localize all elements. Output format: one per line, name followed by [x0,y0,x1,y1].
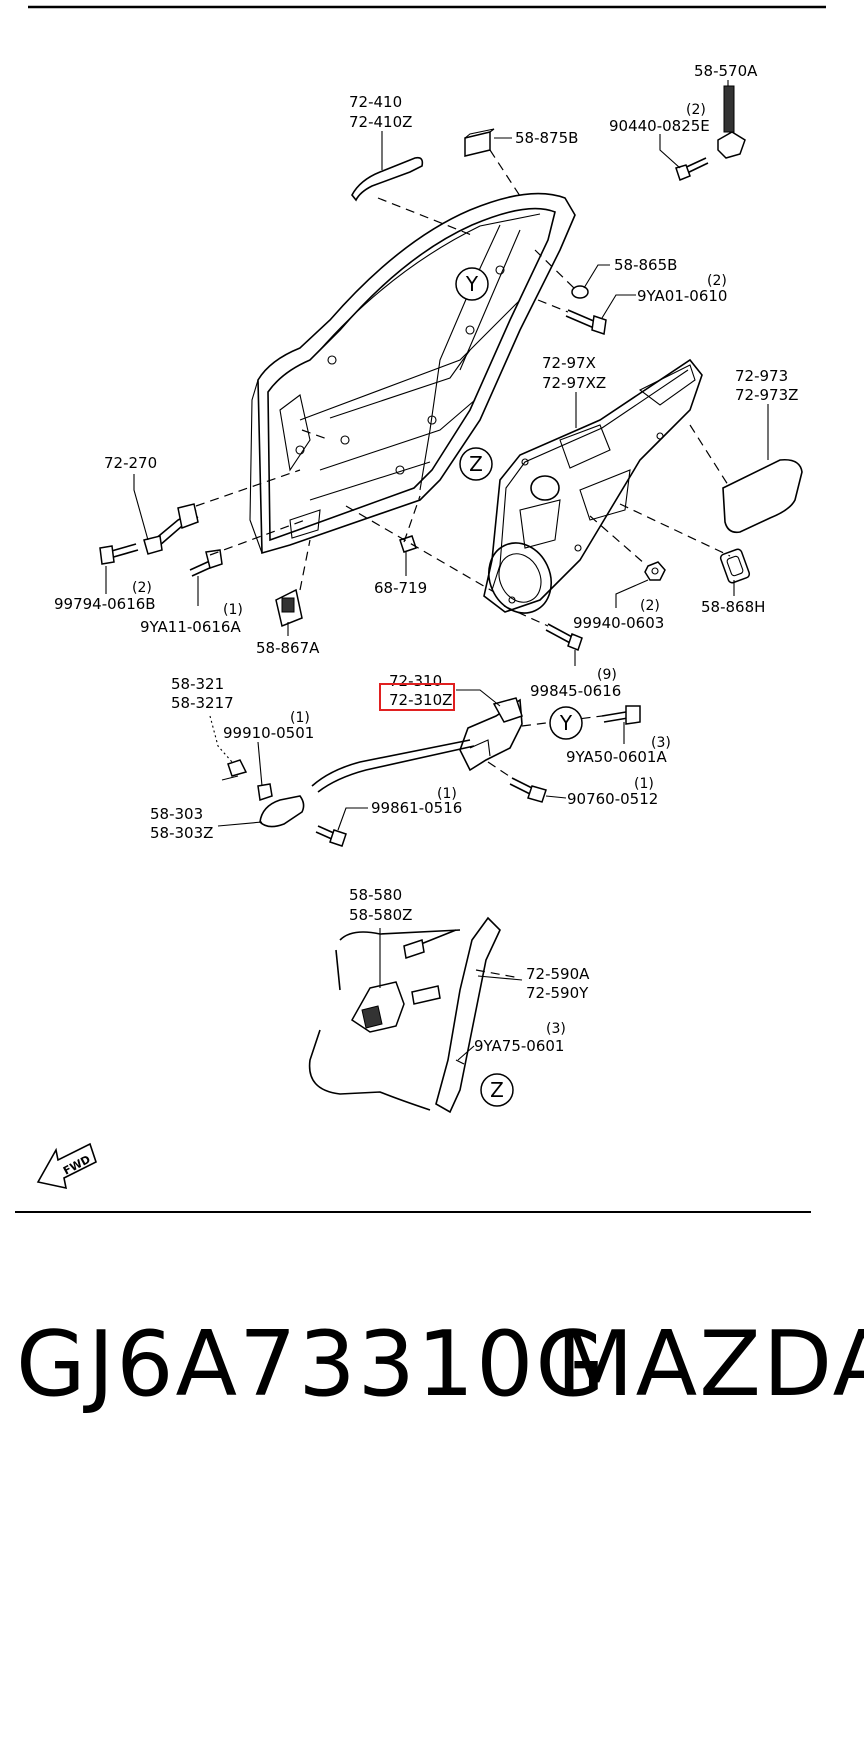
label-72-97X: 72-97X [542,354,596,372]
label-99794: 99794-0616B [54,595,156,613]
plug-58-868H [719,548,751,584]
label-99940: 99940-0603 [573,614,664,632]
qty-99940: (2) [640,598,660,614]
label-58-865B: 58-865B [614,256,677,274]
label-68-719: 68-719 [374,579,427,597]
screw-99861 [315,825,347,847]
qty-9YA01: (2) [707,273,727,289]
screw-90440 [675,157,709,181]
label-99861: 99861-0516 [371,799,462,817]
svg-text:Y: Y [559,711,573,735]
label-58-321: 58-321 [171,675,224,693]
door-check [143,503,199,555]
ref-marker-y-lower: Y [549,706,583,740]
label-58-303: 58-303 [150,805,203,823]
ref-marker-y-upper: Y [455,267,489,301]
leader-lines [105,80,769,1061]
label-58-867A: 58-867A [256,639,320,657]
label-9YA01: 9YA01-0610 [637,287,727,305]
latch-cables [311,739,475,793]
screw-99845 [545,623,583,651]
qty-90440: (2) [686,102,706,118]
brand-name: MAZDA [556,1312,864,1417]
interior-handle [259,795,305,828]
bolt-9YA50 [601,705,641,725]
part-number: GJ6A73310G [16,1312,608,1417]
qty-9YA50: (3) [651,735,671,751]
label-58-875B: 58-875B [515,129,578,147]
label-72-310Z: 72-310Z [389,691,452,709]
qty-99845: (9) [597,667,617,683]
door-shell [249,192,576,555]
door-parts-diagram: 58-570A (2) 90440-0825E 72-410 72-410Z 5… [15,5,826,1213]
label-90760: 90760-0512 [567,790,658,808]
label-72-590Y: 72-590Y [526,984,589,1002]
cap-58-865B [571,285,589,299]
qty-9YA11: (1) [223,602,243,618]
label-72-410: 72-410 [349,93,402,111]
ref-marker-z-lower: Z [480,1073,514,1107]
ref-marker-z-upper: Z [459,447,493,481]
qty-99794: (2) [132,580,152,596]
label-72-270: 72-270 [104,454,157,472]
highlight-box [379,683,455,711]
label-9YA11: 9YA11-0616A [140,618,241,636]
exterior-handle [351,156,424,202]
label-9YA50: 9YA50-0601A [566,748,667,766]
qty-99861: (1) [437,786,457,802]
label-58-868H: 58-868H [701,598,765,616]
window-regulator [308,916,501,1114]
label-99910: 99910-0501 [223,724,314,742]
label-58-580Z: 58-580Z [349,906,412,924]
nut-99940 [644,561,666,581]
svg-text:Z: Z [469,452,483,476]
fwd-arrow-icon: FWD [36,1142,97,1190]
label-9YA75: 9YA75-0601 [474,1037,564,1055]
label-72-973: 72-973 [735,367,788,385]
lock-knob [221,759,248,781]
bolt-90760 [509,777,547,803]
nut-99910 [257,783,273,801]
clip-58-570A [717,85,746,159]
label-72-310: 72-310 [389,672,442,690]
door-latch [459,697,523,772]
svg-text:Y: Y [465,272,479,296]
handle-pad [464,128,495,157]
label-72-97XZ: 72-97XZ [542,374,606,392]
module-panel [483,358,703,614]
sealing-sheet [722,458,803,534]
label-72-410Z: 72-410Z [349,113,412,131]
label-99845: 99845-0616 [530,682,621,700]
label-58-303Z: 58-303Z [150,824,213,842]
bolt-9YA11 [189,549,223,577]
callout-labels: 58-570A (2) 90440-0825E 72-410 72-410Z 5… [54,62,798,1055]
label-58-570A: 58-570A [694,62,758,80]
bolt-99794 [99,543,139,565]
bolt-9YA01 [565,309,607,335]
label-58-3217: 58-3217 [171,694,234,712]
svg-text:Z: Z [490,1078,504,1102]
qty-90760: (1) [634,776,654,792]
qty-9YA75: (3) [546,1021,566,1037]
part-caption: GJ6A73310G MAZDA [0,1290,864,1440]
label-72-590A: 72-590A [526,965,590,983]
label-90440: 90440-0825E [609,117,710,135]
assembly-lines [195,149,731,1065]
qty-99910: (1) [290,710,310,726]
label-72-973Z: 72-973Z [735,386,798,404]
label-58-580: 58-580 [349,886,402,904]
striker-58-867A [275,588,303,628]
